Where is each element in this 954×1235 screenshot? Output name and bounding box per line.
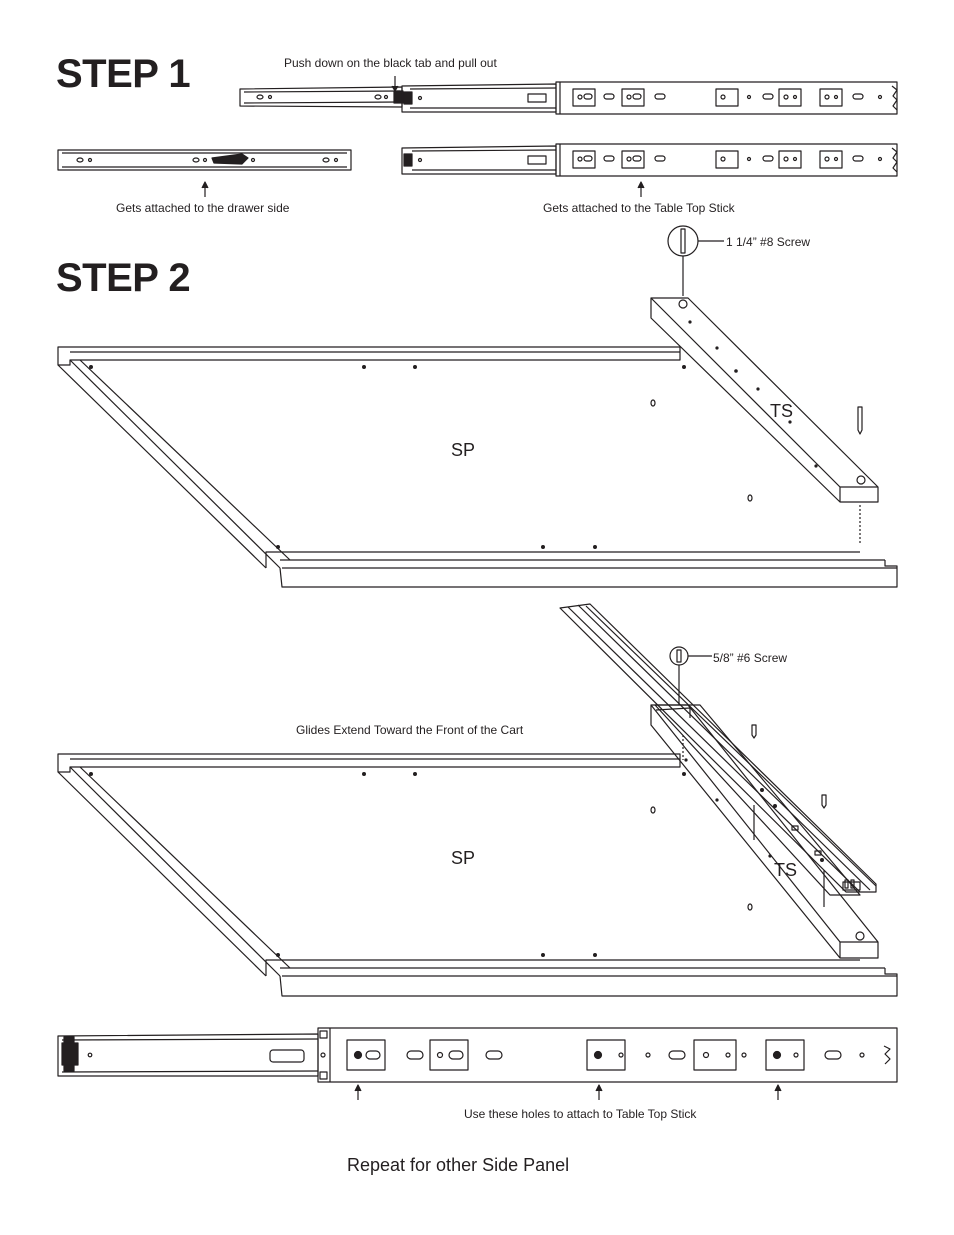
glide-rail-diagonal bbox=[559, 603, 877, 893]
screw-lower-icons bbox=[751, 724, 827, 907]
screw-callout-large bbox=[667, 225, 724, 296]
step1-arrows bbox=[201, 181, 645, 197]
glides-instruction: Glides Extend Toward the Front of the Ca… bbox=[296, 723, 524, 737]
screw-callout-small bbox=[669, 646, 712, 705]
slide-drawer-member bbox=[57, 149, 352, 171]
screw-large-label: 1 1/4” #8 Screw bbox=[726, 235, 811, 249]
side-panel-upper bbox=[57, 346, 898, 588]
table-stick-label-lower: TS bbox=[774, 860, 798, 880]
table-top-stick-upper bbox=[650, 297, 879, 503]
slide-detail-bottom bbox=[57, 1027, 898, 1083]
slide-extended-holes bbox=[572, 88, 883, 107]
glide-attached-to-stick bbox=[654, 704, 861, 896]
bottom-arrows bbox=[354, 1084, 782, 1100]
table-stick-label-upper: TS bbox=[770, 401, 794, 421]
black-tab-icon bbox=[391, 76, 404, 104]
table-top-stick-lower bbox=[650, 704, 879, 959]
slide-detail-holes bbox=[346, 1039, 865, 1071]
step1-title: STEP 1 bbox=[56, 52, 191, 96]
slide-extended-inner-member bbox=[239, 86, 403, 108]
table-top-caption: Gets attached to the Table Top Stick bbox=[543, 201, 735, 215]
screw-small-label: 5/8” #6 Screw bbox=[713, 651, 788, 665]
screw-upper-icon bbox=[857, 406, 863, 545]
step2-title: STEP 2 bbox=[56, 256, 191, 300]
drawer-side-caption: Gets attached to the drawer side bbox=[116, 201, 290, 215]
holes-instruction: Use these holes to attach to Table Top S… bbox=[464, 1107, 697, 1121]
side-panel-label-upper: SP bbox=[451, 440, 476, 460]
slide-extended-outer-member bbox=[401, 81, 898, 115]
tab-instruction: Push down on the black tab and pull out bbox=[284, 56, 497, 70]
slide-cabinet-member bbox=[401, 143, 898, 177]
side-panel-label-lower: SP bbox=[451, 848, 476, 868]
repeat-instruction: Repeat for other Side Panel bbox=[347, 1155, 570, 1175]
side-panel-lower bbox=[57, 753, 898, 997]
